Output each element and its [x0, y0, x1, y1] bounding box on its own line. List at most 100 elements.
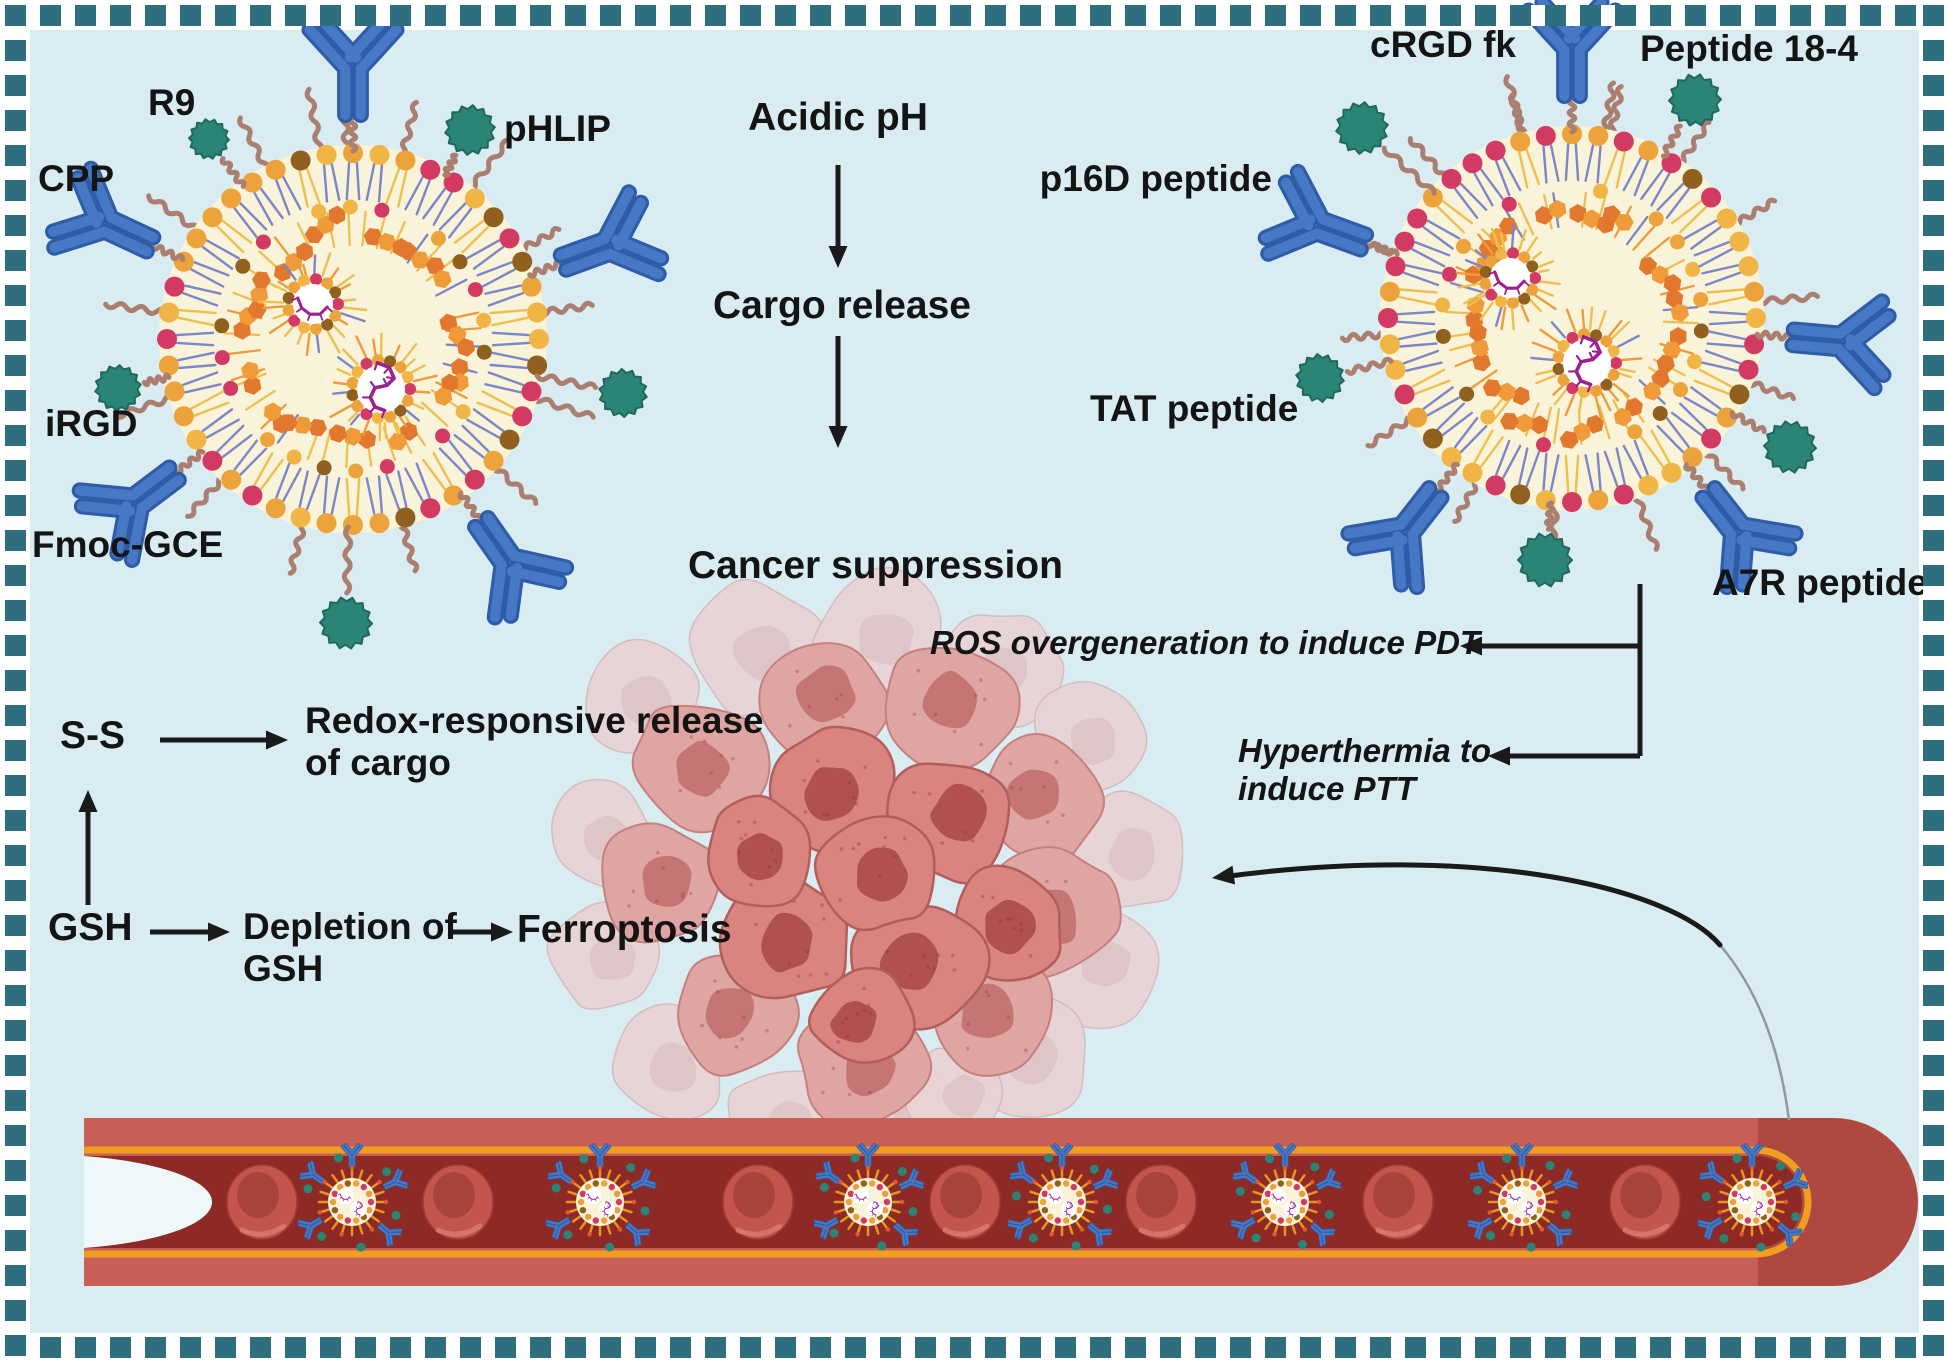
drug-molecule-icon [398, 241, 417, 261]
lipid-tail-icon [262, 305, 285, 310]
lipid-tail-icon [413, 390, 431, 394]
antibody-icon [552, 184, 670, 283]
peptide-dot-icon [1089, 1164, 1099, 1174]
lipid-tail-icon [1618, 372, 1632, 379]
antibody-icon [45, 160, 162, 260]
lipid-tail-icon [332, 324, 346, 338]
lipid-tail-icon [342, 348, 359, 366]
lipid-head-icon [512, 251, 533, 272]
drug-molecule-icon [1662, 341, 1682, 359]
lipid-tail-icon [1619, 368, 1636, 373]
tumor-cell-icon [961, 983, 1014, 1038]
lipid-head-icon [384, 410, 396, 423]
peg-linker-icon [1344, 356, 1394, 376]
lipid-head-icon [1613, 484, 1634, 505]
lipid-tail-icon [283, 325, 295, 338]
lipid-head-icon [401, 371, 414, 384]
drug-molecule-icon [250, 285, 269, 305]
arrowhead-icon [208, 922, 230, 942]
lipid-head-icon [186, 429, 207, 450]
peg-linker-icon [185, 473, 228, 519]
lipid-head-icon [332, 298, 344, 310]
peg-linker-icon [1631, 490, 1660, 552]
nanoparticle-small-icon [545, 1143, 657, 1252]
peg-linker-icon [1381, 145, 1437, 196]
lipid-head-icon [372, 411, 384, 424]
lipid-head-icon [1526, 283, 1539, 296]
lipid-tail-icon [296, 330, 304, 345]
drug-molecule-icon [1613, 407, 1632, 427]
antibody-icon [1547, 1222, 1573, 1247]
peptide-dot-icon [877, 1241, 887, 1251]
red-blood-cell-icon [422, 1164, 494, 1240]
lipid-head-icon [1600, 335, 1613, 348]
peptide-dot-icon [640, 1206, 650, 1216]
lipid-head-icon [158, 355, 179, 376]
antibody-icon [1310, 1222, 1336, 1247]
lipid-tail-icon [1538, 268, 1550, 274]
lipid-tail-icon [1581, 308, 1586, 331]
label-depletion-of-gsh: Depletion of GSH [243, 906, 457, 990]
lipid-head-icon [1729, 384, 1750, 405]
lipid-head-icon [310, 322, 322, 335]
lipid-tail-icon [1467, 293, 1487, 308]
nanoparticle-small-icon [1697, 1143, 1809, 1252]
lipid-head-icon [1462, 153, 1483, 174]
nanoparticle-left [103, 86, 596, 576]
drug-molecule-icon [1583, 209, 1601, 229]
lipid-head-icon [1613, 131, 1634, 152]
antibody-icon [1694, 480, 1804, 596]
rna-cargo-icon [362, 360, 396, 419]
lipid-head-icon [1638, 140, 1659, 161]
label-redox-release: Redox-responsive release of cargo [305, 700, 764, 784]
peptide-dot-icon [1251, 1233, 1261, 1243]
peptide-dot-icon [1561, 1210, 1571, 1220]
peptide-dot-icon [1011, 1191, 1021, 1201]
drug-molecule-icon [272, 414, 290, 434]
rna-cargo-icon [1507, 1193, 1522, 1202]
peg-linker-icon [1363, 240, 1400, 257]
tumor-cell-icon [857, 847, 908, 902]
lipid-head-icon [186, 228, 207, 249]
lipid-head-icon [1510, 131, 1531, 152]
lipid-tail-icon [283, 263, 297, 281]
peptide-blob-icon [444, 104, 496, 156]
tumor-cell-icon [642, 855, 692, 907]
peptide-dot-icon [1044, 1153, 1053, 1163]
label-ferroptosis: Ferroptosis [517, 908, 732, 951]
lipid-head-icon [282, 292, 295, 304]
peg-linker-icon [529, 394, 596, 420]
lipid-head-icon [164, 276, 185, 297]
lipid-head-icon [221, 188, 242, 209]
drug-molecule-icon [451, 358, 469, 377]
lipid-tail-icon [412, 374, 438, 383]
lipid-head-icon [483, 450, 504, 471]
arrowhead-icon [491, 922, 513, 942]
drug-molecule-icon [233, 320, 251, 340]
peptide-blob-icon [598, 368, 648, 418]
peptide-dot-icon [908, 1206, 918, 1216]
drug-molecule-icon [1512, 386, 1530, 406]
lipid-tail-icon [1531, 341, 1557, 353]
lipid-head-icon [499, 429, 520, 450]
lipid-tail-icon [336, 274, 355, 288]
lipid-head-icon [1607, 368, 1620, 381]
lipid-head-icon [395, 507, 416, 528]
drug-molecule-icon [1651, 369, 1670, 388]
drug-molecule-icon [247, 301, 267, 319]
lipid-tail-icon [1539, 328, 1561, 345]
rna-cargo-icon [1047, 1193, 1062, 1202]
lipid-head-icon [1495, 248, 1508, 261]
lipid-head-icon [360, 408, 373, 421]
peptide-blob-icon [1668, 73, 1722, 127]
lipid-head-icon [1485, 475, 1506, 496]
peg-linker-icon [219, 156, 247, 189]
lipid-head-icon [384, 355, 396, 368]
peg-linker-icon [1700, 447, 1746, 492]
tumor-cell-icon [1070, 717, 1116, 765]
lipid-head-icon [157, 329, 177, 349]
antibody-icon [1467, 1217, 1493, 1240]
micelle-core [1490, 258, 1530, 298]
lipid-tail-icon [1536, 260, 1555, 269]
